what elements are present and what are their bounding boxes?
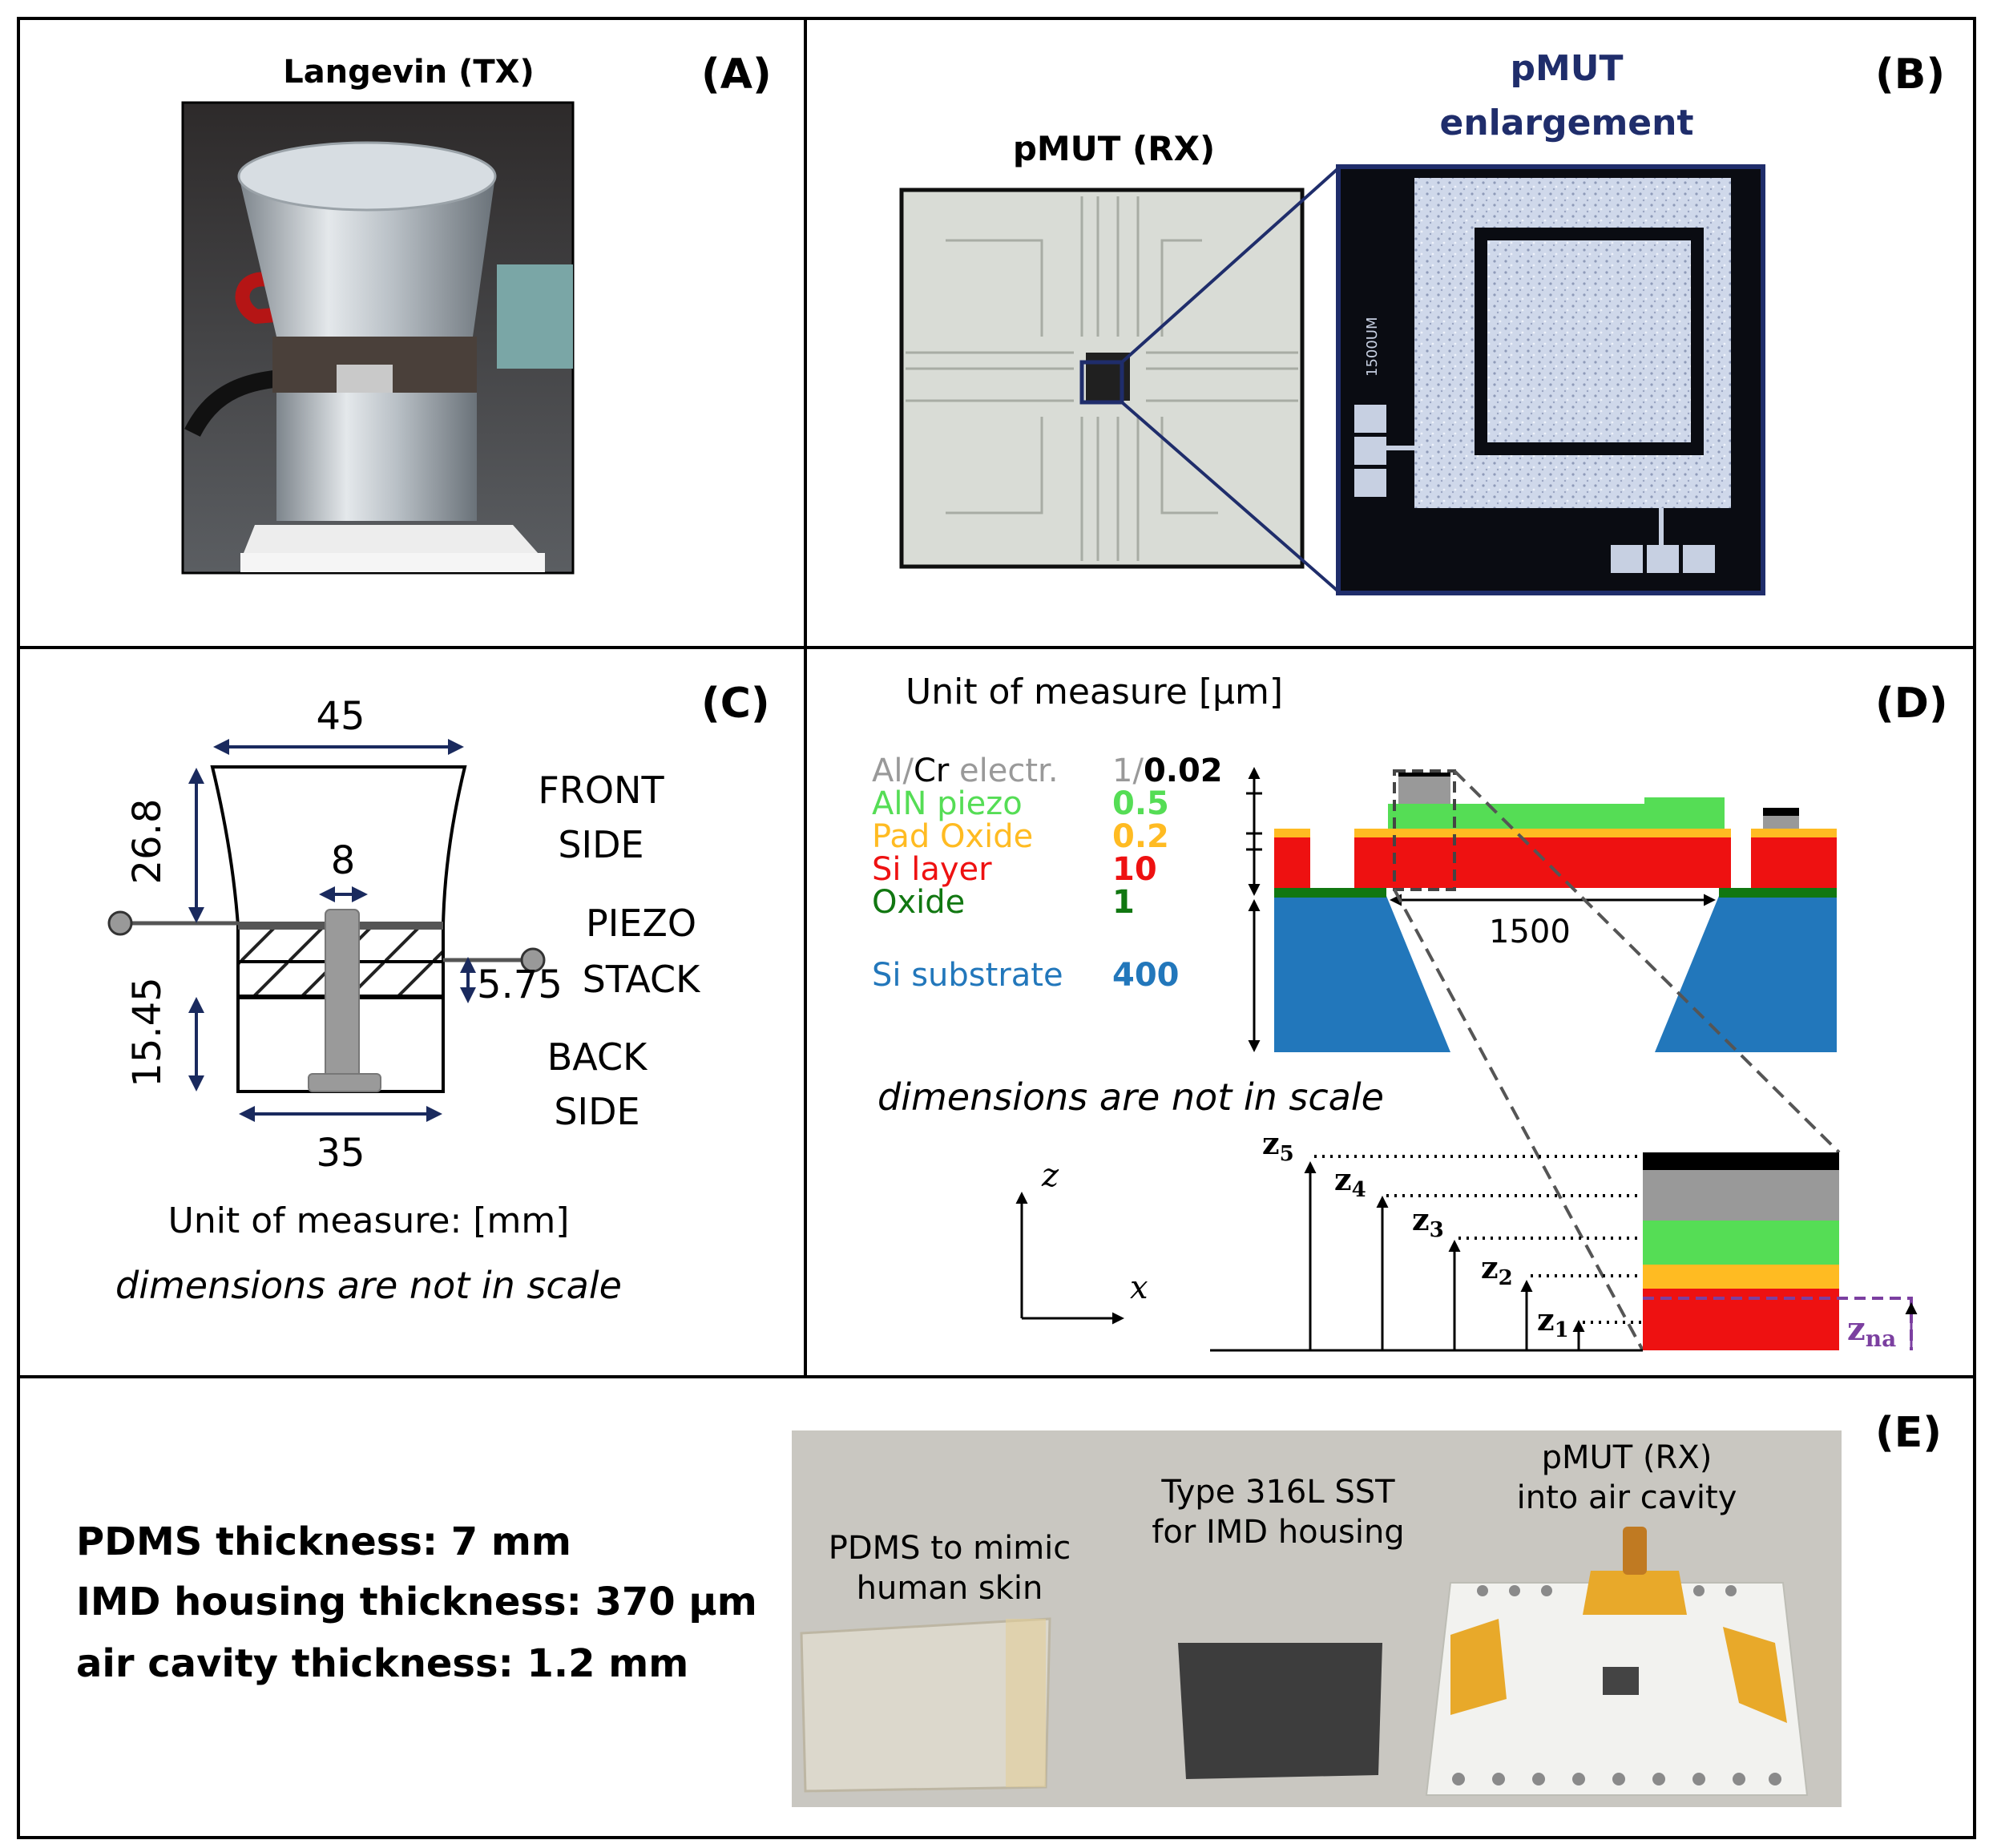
pmut-cavity-label-2: into air cavity bbox=[1517, 1479, 1737, 1516]
zna-label: zna bbox=[1847, 1310, 1896, 1352]
panel-e: (E) PDMS thickness: 7 mm IMD housing thi… bbox=[76, 1409, 1942, 1807]
legend-si-substrate: Si substrate bbox=[872, 957, 1063, 994]
layer-legend: Al/Cr electr. 1/0.02 AlN piezo 0.5 Pad O… bbox=[872, 753, 1223, 994]
front-side-label-1: FRONT bbox=[538, 769, 664, 812]
dim-bottom-width: 35 bbox=[316, 1131, 365, 1176]
pmut-rx-label: pMUT (RX) bbox=[1013, 129, 1215, 168]
panel-a-label: (A) bbox=[701, 50, 772, 99]
legend-si-substrate-value: 400 bbox=[1112, 957, 1180, 994]
sst-label-1: Type 316L SST bbox=[1160, 1474, 1395, 1511]
top-electrode bbox=[1398, 776, 1450, 804]
z-level-arrows bbox=[1304, 1161, 1585, 1350]
electrode-terminal-right bbox=[520, 947, 546, 973]
si-layer-right bbox=[1751, 837, 1837, 888]
pdms-label-2: human skin bbox=[857, 1570, 1043, 1607]
front-side-label-2: SIDE bbox=[558, 823, 643, 866]
panel-a-title: Langevin (TX) bbox=[283, 54, 535, 91]
samples-photo bbox=[792, 1430, 1842, 1807]
aln-layer bbox=[1388, 804, 1644, 829]
thickness-arrows bbox=[1246, 767, 1262, 1052]
panel-d: (D) Unit of measure [μm] Al/Cr electr. 1… bbox=[872, 672, 1948, 1352]
legend-oxide: Oxide bbox=[872, 884, 965, 921]
si-layer-membrane bbox=[1354, 837, 1731, 888]
si-substrate-right bbox=[1655, 896, 1837, 1052]
panel-b: (B) pMUT (RX) pMUT enlargement bbox=[899, 48, 1945, 595]
pmut-enlargement-photo: 1500UM bbox=[1336, 164, 1765, 595]
back-side-label-1: BACK bbox=[547, 1035, 648, 1079]
zoomed-layer-stack: zna bbox=[1643, 1152, 1918, 1352]
oxide-layer-right bbox=[1719, 888, 1837, 898]
legend-si-layer-value: 10 bbox=[1112, 851, 1157, 888]
sst-plate bbox=[1178, 1643, 1382, 1779]
z-level-labels: z5 z4 z3 z2 z1 bbox=[1262, 1125, 1569, 1342]
si-layer-left bbox=[1274, 837, 1310, 888]
legend-oxide-value: 1 bbox=[1112, 884, 1135, 921]
dim-piezo-thick: 5.75 bbox=[477, 962, 563, 1007]
z-level-dotted bbox=[1314, 1155, 1643, 1324]
panel-b-label: (B) bbox=[1875, 50, 1945, 99]
dim-top-width: 45 bbox=[316, 694, 365, 739]
x-axis-label: x bbox=[1130, 1269, 1148, 1306]
legend-pad-oxide: Pad Oxide bbox=[872, 818, 1033, 855]
legend-electrode: Al/Cr electr. bbox=[872, 753, 1059, 789]
dim-front-height: 26.8 bbox=[125, 799, 170, 885]
enlargement-label-2: enlargement bbox=[1439, 103, 1693, 143]
projection-lines bbox=[1393, 769, 1841, 1351]
oxide-layer-left bbox=[1274, 888, 1386, 898]
langevin-photo bbox=[181, 101, 575, 575]
electrode-terminal-left bbox=[107, 910, 133, 936]
dim-bolt-width: 8 bbox=[331, 838, 356, 883]
pmut-cross-section: 1500 bbox=[1274, 769, 1837, 1052]
back-side-label-2: SIDE bbox=[554, 1090, 639, 1133]
legend-pad-oxide-value: 0.2 bbox=[1112, 818, 1169, 855]
panel-e-label: (E) bbox=[1875, 1409, 1942, 1457]
dim-back-height: 15.45 bbox=[125, 977, 170, 1087]
legend-electrode-value: 1/0.02 bbox=[1112, 753, 1223, 789]
legend-si-layer: Si layer bbox=[872, 851, 992, 888]
pdms-thickness: PDMS thickness: 7 mm bbox=[76, 1519, 571, 1564]
xz-axes bbox=[1015, 1192, 1124, 1325]
bolt bbox=[325, 909, 360, 1087]
panel-d-label: (D) bbox=[1875, 680, 1948, 728]
panel-c-unit: Unit of measure: [mm] bbox=[168, 1200, 570, 1241]
si-substrate-left bbox=[1274, 896, 1450, 1052]
panel-c-label: (C) bbox=[701, 680, 770, 728]
panel-c-note: dimensions are not in scale bbox=[115, 1264, 622, 1307]
membrane-width: 1500 bbox=[1489, 914, 1571, 950]
pmut-chip-photo bbox=[899, 188, 1305, 569]
enlargement-label-1: pMUT bbox=[1510, 48, 1623, 89]
imd-housing-thickness: IMD housing thickness: 370 μm bbox=[76, 1580, 757, 1624]
z3-label: z3 bbox=[1412, 1201, 1444, 1242]
z1-label: z1 bbox=[1537, 1301, 1569, 1342]
legend-aln-value: 0.5 bbox=[1112, 785, 1169, 822]
panel-d-note: dimensions are not in scale bbox=[877, 1075, 1384, 1119]
z4-label: z4 bbox=[1334, 1161, 1366, 1202]
piezo-stack-label-1: PIEZO bbox=[586, 902, 696, 945]
air-cavity-thickness: air cavity thickness: 1.2 mm bbox=[76, 1641, 688, 1686]
panel-a: (A) Langevin (TX) bbox=[181, 50, 772, 575]
legend-aln: AlN piezo bbox=[872, 785, 1023, 822]
langevin-drawing bbox=[107, 765, 546, 1093]
piezo-stack-label-2: STACK bbox=[583, 958, 702, 1001]
pmut-cavity-label-1: pMUT (RX) bbox=[1542, 1439, 1713, 1476]
zoom-lines bbox=[1120, 167, 1340, 593]
panel-d-unit: Unit of measure [μm] bbox=[906, 672, 1283, 712]
scale-text: 1500UM bbox=[1364, 317, 1381, 377]
z-axis-label: z bbox=[1041, 1157, 1059, 1194]
panel-borders bbox=[17, 17, 1976, 1839]
pdms-label-1: PDMS to mimic bbox=[829, 1530, 1071, 1567]
sst-label-2: for IMD housing bbox=[1152, 1514, 1404, 1551]
z2-label: z2 bbox=[1481, 1249, 1513, 1290]
z5-label: z5 bbox=[1262, 1125, 1294, 1166]
pad-oxide-layer bbox=[1354, 829, 1731, 837]
panel-c: (C) 45 26.8 8 bbox=[107, 680, 770, 1307]
dimension-arrows bbox=[188, 739, 476, 1122]
